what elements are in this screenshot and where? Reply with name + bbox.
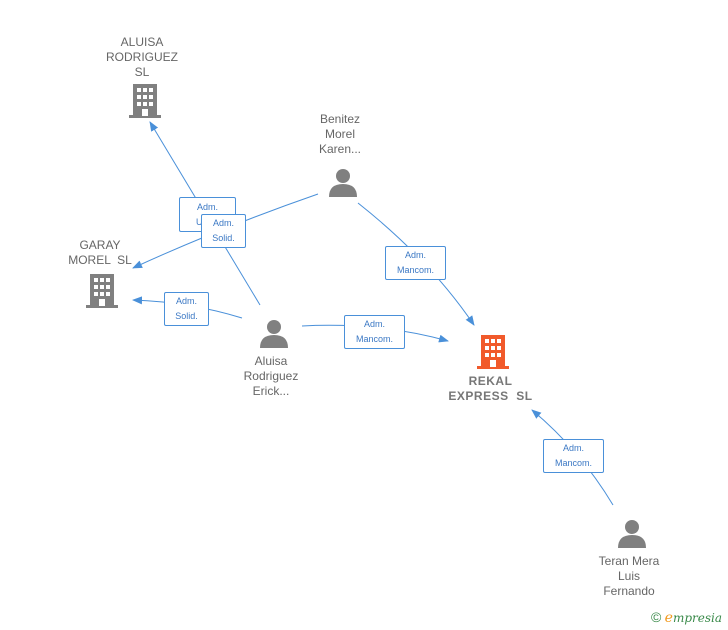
edge-label-line: Adm.: [363, 319, 385, 329]
label-line: RODRIGUEZ: [106, 50, 178, 64]
label-line: Aluisa: [254, 354, 288, 368]
building-icon: [477, 335, 509, 369]
edge-label-line: Adm.: [175, 296, 197, 306]
node-label-benitez-morel-karen[interactable]: Benitez Morel Karen...: [295, 112, 385, 157]
label-line: MOREL SL: [68, 253, 132, 267]
edge-label-adm-mancom[interactable]: Adm. Mancom.: [344, 315, 405, 349]
person-icon: [618, 520, 646, 548]
empresia-logo[interactable]: © empresia: [651, 609, 722, 626]
edge-label-adm-mancom[interactable]: Adm. Mancom.: [543, 439, 604, 473]
edge-label-line: Mancom.: [355, 334, 393, 344]
label-line: Erick...: [252, 384, 290, 398]
label-line: EXPRESS SL: [448, 389, 533, 403]
label-line: Karen...: [318, 142, 362, 156]
label-line: Fernando: [603, 584, 655, 598]
label-line: REKAL: [468, 374, 513, 388]
brand-rest: mpresia: [672, 611, 723, 625]
edge-label-line: Adm.: [196, 202, 218, 212]
person-icon: [329, 169, 357, 197]
label-line: GARAY: [79, 238, 121, 252]
label-line: Rodriguez: [243, 369, 299, 383]
label-line: SL: [134, 65, 150, 79]
person-icon: [260, 320, 288, 348]
edge-label-line: Mancom.: [396, 265, 434, 275]
building-icon: [129, 84, 161, 118]
edge-label-line: Mancom.: [554, 458, 592, 468]
edge-label-line: Solid.: [212, 233, 235, 243]
label-line: ALUISA: [120, 35, 164, 49]
node-label-aluisa-rodriguez-sl[interactable]: ALUISA RODRIGUEZ SL: [92, 35, 192, 80]
edge-label-line: Adm.: [212, 218, 234, 228]
node-label-aluisa-rodriguez-erick[interactable]: Aluisa Rodriguez Erick...: [226, 354, 316, 399]
copyright-icon: ©: [651, 609, 662, 625]
edge-label-adm-mancom[interactable]: Adm. Mancom.: [385, 246, 446, 280]
edge-label-line: Adm.: [562, 443, 584, 453]
building-icon: [86, 274, 118, 308]
label-line: Luis: [617, 569, 640, 583]
edge-label-line: Solid.: [175, 311, 198, 321]
edge-label-line: Adm.: [404, 250, 426, 260]
node-label-garay-morel-sl[interactable]: GARAY MOREL SL: [50, 238, 150, 268]
edge-label-adm-solid[interactable]: Adm. Solid.: [201, 214, 246, 248]
node-label-rekal-express-sl[interactable]: REKAL EXPRESS SL: [428, 374, 553, 404]
label-line: Morel: [324, 127, 355, 141]
edge-label-adm-solid[interactable]: Adm. Solid.: [164, 292, 209, 326]
label-line: Benitez: [319, 112, 361, 126]
label-line: Teran Mera: [598, 554, 660, 568]
node-label-teran-mera-luis-fernando[interactable]: Teran Mera Luis Fernando: [584, 554, 674, 599]
brand-first-letter: e: [664, 610, 673, 626]
